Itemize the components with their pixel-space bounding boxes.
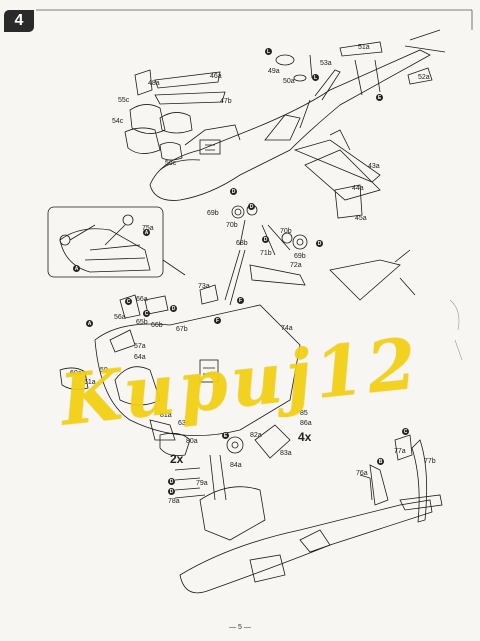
part-label: 60a [70,370,82,377]
callout-dot: E [222,432,229,439]
part-label: 70b [280,228,292,235]
callout-dot: F [214,317,221,324]
part-label: 71b [260,250,272,257]
callout-dot: L [312,74,319,81]
callout-dot: L [265,48,272,55]
quantity-multiplier: 4x [298,430,312,444]
part-label: 84a [230,462,242,469]
part-label: 45a [355,215,367,222]
part-label: 61a [84,379,96,386]
part-label: 81a [160,412,172,419]
step-number-badge: 4 [4,10,34,32]
lower-left-fuselage [59,294,301,501]
lower-tail-and-fuselage [179,434,443,594]
part-label: 59 [100,367,108,374]
part-label: 73a [198,283,210,290]
inset-detail-drawing [47,206,186,278]
part-label: 65b [136,319,148,326]
part-label: 74a [281,325,293,332]
part-label: 77a [394,448,406,455]
quantity-multiplier: 2x [170,452,184,466]
callout-dot: A [86,320,93,327]
part-label: 82a [250,432,262,439]
part-label: 55c [118,97,130,104]
part-label: 69b [294,253,306,260]
part-label: 44a [352,185,364,192]
callout-dot: A [73,265,80,272]
part-label: 67b [176,326,188,333]
part-label: 49a [268,68,280,75]
callout-dot: D [168,478,175,485]
part-label: 63a [178,420,190,427]
part-label: 56c [165,160,177,167]
callout-dot: F [237,297,244,304]
landing-gear-parts [199,204,416,306]
callout-dot: D [316,240,323,247]
part-label: 57a [134,343,146,350]
part-label: 43a [368,163,380,170]
part-label: 76a [356,470,368,477]
callout-dot: B [377,458,384,465]
part-label: 78a [168,498,180,505]
part-label: 79a [196,480,208,487]
callout-dot: C [402,428,409,435]
part-label: 53a [320,60,332,67]
callout-dot: C [125,298,132,305]
part-label: 46a [210,73,222,80]
part-label: 54c [112,118,124,125]
page-number: — 5 — [229,624,251,631]
callout-dot: D [248,203,255,210]
part-label: 66a [136,296,148,303]
part-label: 52a [418,74,430,81]
part-label: 77b [424,458,436,465]
part-label: 47b [220,98,232,105]
callout-dot: A [143,229,150,236]
part-label: 70b [226,222,238,229]
part-label: 56a [114,314,126,321]
upper-helicopter-fuselage [124,29,446,219]
part-label: 50a [283,78,295,85]
callout-dot: D [170,305,177,312]
part-label: 75a [142,225,154,232]
part-label: 64a [134,354,146,361]
callout-dot: E [376,94,383,101]
part-label: 69b [207,210,219,217]
part-label: 83a [280,450,292,457]
part-label: 66b [151,322,163,329]
part-label: 72a [290,262,302,269]
part-label: 86a [300,420,312,427]
part-label: 80a [186,438,198,445]
callout-dot: D [262,236,269,243]
callout-dot: D [230,188,237,195]
part-label: 68b [236,240,248,247]
part-label: 48a [148,80,160,87]
callout-dot: D [168,488,175,495]
callout-dot: C [143,310,150,317]
part-label: 85 [300,410,308,417]
part-label: 51a [358,44,370,51]
